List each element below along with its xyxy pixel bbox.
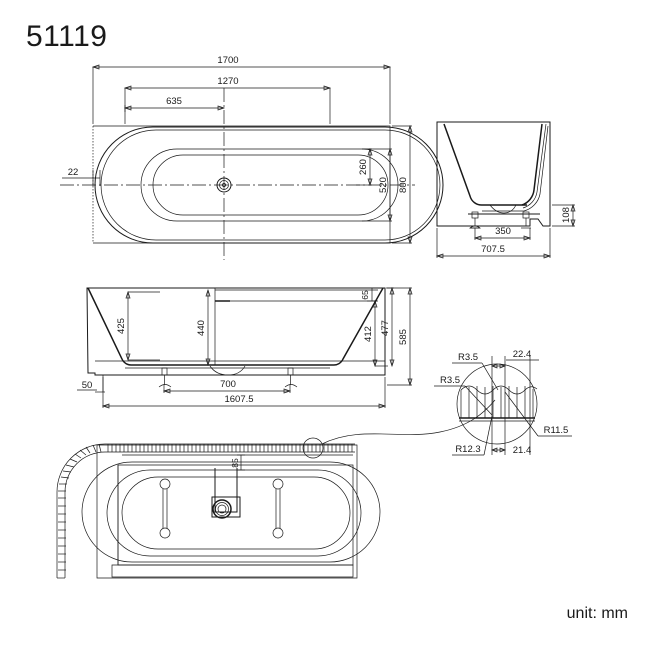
- dim-800: 800: [392, 124, 413, 245]
- page-title: 51119: [26, 20, 108, 53]
- dim-412: 412: [363, 299, 388, 368]
- bottom-view-rim-hatch-left: [56, 443, 106, 579]
- dim-440-label: 440: [196, 320, 207, 336]
- top-view-drain-center: [222, 183, 226, 187]
- label-r11-5: R11.5: [504, 391, 572, 437]
- bottom-perspective-view: 85: [56, 399, 496, 579]
- bottom-view-drain-ring-mid: [215, 502, 229, 516]
- detail-flute-profile: [459, 385, 538, 422]
- dim-412-label: 412: [363, 326, 374, 342]
- dim-21-4: 21.4: [491, 445, 532, 456]
- top-view-outer-rect: [93, 125, 391, 244]
- side-elevation-view: 350 707.5 108: [435, 121, 576, 259]
- bottom-view-drain-ring-inner: [217, 504, 227, 514]
- front-view-drain-recess: [209, 365, 246, 376]
- front-elevation-view: 425 440 65 412: [77, 286, 413, 409]
- dim-1700: 1700: [91, 55, 392, 124]
- dim-1607-5: 1607.5: [101, 377, 387, 409]
- dim-425: 425: [116, 290, 160, 362]
- top-view-tub-outline-offset: [100, 129, 441, 241]
- dim-1270-label: 1270: [217, 76, 238, 87]
- dim-635: 635: [123, 96, 226, 112]
- dim-1700-label: 1700: [217, 55, 238, 66]
- label-r3-5-upper-text: R3.5: [458, 352, 478, 363]
- bottom-view-rail-left: [159, 478, 171, 539]
- label-r11-5-text: R11.5: [544, 425, 569, 436]
- dim-425-label: 425: [116, 318, 127, 334]
- detail-leader-line: [321, 399, 496, 445]
- front-view-foot-right: [284, 367, 298, 388]
- detail-callout-circle: [302, 437, 324, 459]
- front-view-foot-left: [158, 367, 172, 388]
- dim-65-label: 65: [360, 290, 370, 300]
- top-view-drain-inner: [219, 180, 229, 190]
- label-r3-5-left-text: R3.5: [440, 375, 460, 386]
- dim-22: 22: [62, 167, 101, 186]
- top-view-inner-floor: [152, 154, 389, 216]
- dim-85-bottom: 85: [230, 454, 245, 471]
- dim-477-label: 477: [380, 320, 391, 336]
- dim-50-label: 50: [82, 380, 93, 391]
- dim-22-label: 22: [68, 167, 79, 178]
- dim-800-label: 800: [398, 177, 409, 193]
- bottom-view-rim-hatch-top: [105, 443, 355, 453]
- dim-440: 440: [196, 288, 211, 367]
- bottom-view-outer-rect: [96, 444, 358, 579]
- bottom-view-basin-outer: [106, 469, 362, 557]
- side-view-inner-wall-left: [443, 123, 527, 206]
- label-r12-3-text: R12.3: [455, 444, 480, 455]
- bottom-view-inner-rect: [117, 464, 354, 566]
- bottom-view-basin-rim: [81, 461, 381, 563]
- dim-520-label: 520: [378, 177, 389, 193]
- dim-22-4: 22.4: [491, 349, 539, 369]
- unit-note: unit: mm: [566, 605, 628, 622]
- dim-700: 700: [162, 379, 292, 394]
- dim-260-label: 260: [358, 159, 369, 175]
- side-view-drain-bump: [489, 204, 517, 214]
- dim-260: 260: [356, 147, 373, 187]
- dim-635-label: 635: [166, 96, 182, 107]
- bottom-view-drain-ring-outer: [212, 499, 232, 519]
- side-view-inner-wall-right-offset: [522, 123, 547, 209]
- bottom-view-skirt: [111, 564, 354, 578]
- side-view-body-outline: [436, 121, 551, 227]
- dim-350: 350: [473, 226, 532, 241]
- bottom-view-drain-assembly: [211, 468, 241, 519]
- dim-108: 108: [552, 203, 576, 228]
- edge-profile-detail: 22.4 21.4 R3.5 R3.5: [434, 349, 572, 456]
- label-r3-5-left: R3.5: [434, 375, 493, 416]
- top-plan-view: 1700 1270 635: [60, 55, 444, 260]
- dim-21-4-label: 21.4: [513, 445, 532, 456]
- dim-700-label: 700: [220, 379, 236, 390]
- side-view-foot-right: [521, 211, 531, 229]
- dim-585-label: 585: [398, 329, 409, 345]
- dim-477: 477: [380, 286, 395, 368]
- bottom-view-basin-inner: [121, 476, 351, 550]
- side-view-inner-wall-bottom-offset: [482, 125, 549, 212]
- dim-707-5-label: 707.5: [481, 244, 505, 255]
- label-r12-3: R12.3: [452, 415, 493, 456]
- dim-50: 50: [77, 374, 105, 393]
- top-view-drain-outer: [216, 177, 232, 193]
- dim-707-5: 707.5: [435, 228, 552, 259]
- bottom-view-rail-right: [272, 478, 284, 539]
- front-view-inner-bowl: [87, 287, 384, 366]
- bottom-view-overflow-pipe: [214, 468, 238, 513]
- dim-1270: 1270: [123, 76, 332, 124]
- dim-585: 585: [387, 286, 413, 387]
- dim-85-label: 85: [230, 458, 240, 468]
- top-view-tub-outline: [94, 126, 444, 244]
- side-view-inner-wall-right: [521, 123, 543, 206]
- dim-1607-5-label: 1607.5: [224, 394, 253, 405]
- dim-22-4-label: 22.4: [513, 349, 532, 360]
- dim-350-label: 350: [495, 226, 511, 237]
- label-r3-5-upper: R3.5: [452, 352, 499, 391]
- dim-108-label: 108: [561, 207, 572, 223]
